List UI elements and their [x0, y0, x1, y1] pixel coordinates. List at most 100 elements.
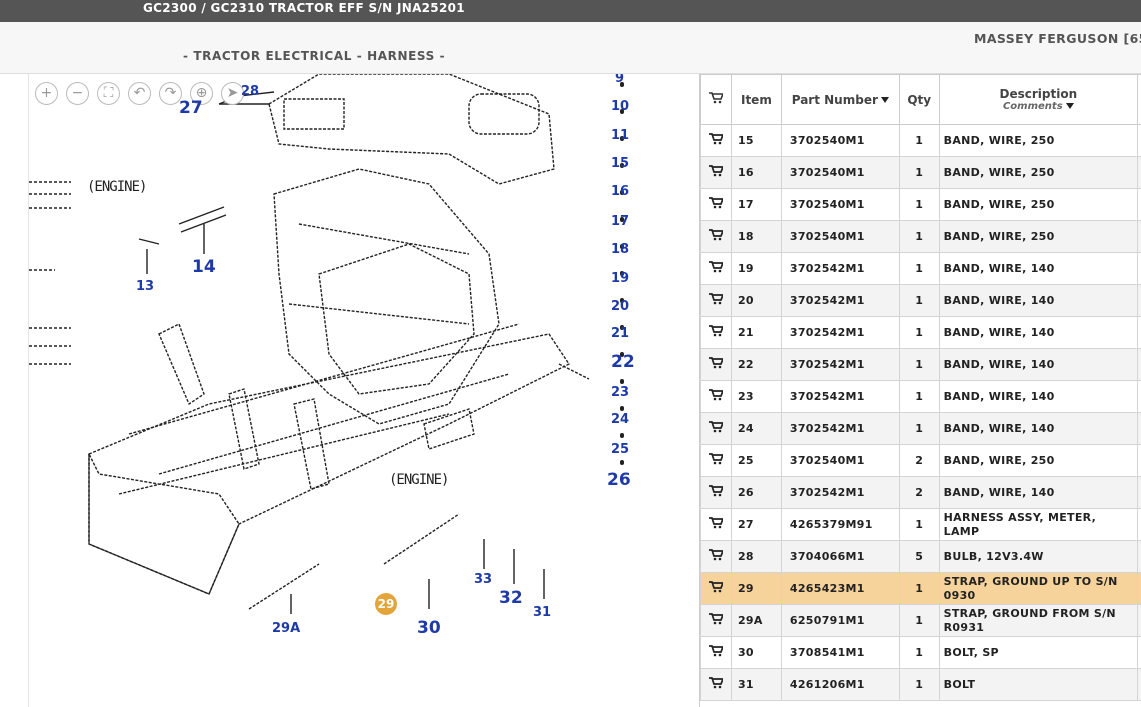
add-to-cart-button[interactable]	[700, 188, 732, 221]
add-to-cart-button[interactable]	[700, 284, 732, 317]
callout-29a[interactable]: 29A	[272, 621, 301, 636]
callout-30[interactable]: 30	[417, 618, 441, 638]
add-to-cart-button[interactable]	[700, 540, 732, 573]
description-cell: BAND, WIRE, 250	[938, 444, 1138, 477]
part-number-column-header[interactable]: Part Number	[780, 74, 900, 125]
qty-cell: 1	[898, 220, 940, 253]
target-icon[interactable]: ⊕	[190, 82, 213, 105]
pointer-icon[interactable]: ➤	[221, 82, 244, 105]
add-to-cart-button[interactable]	[700, 444, 732, 477]
callout-19[interactable]: 19	[611, 271, 630, 286]
callout-18[interactable]: 18	[611, 242, 630, 257]
add-to-cart-button[interactable]	[700, 636, 732, 669]
part-number-cell: 6250791M1	[780, 604, 900, 637]
callout-28[interactable]: 28	[241, 84, 260, 99]
item-cell: 21	[730, 316, 782, 349]
description-cell: BAND, WIRE, 140	[938, 380, 1138, 413]
add-to-cart-button[interactable]	[700, 380, 732, 413]
description-cell: BAND, WIRE, 140	[938, 252, 1138, 285]
zoom-out-icon[interactable]: −	[66, 82, 89, 105]
qty-column-header[interactable]: Qty	[898, 74, 940, 125]
add-to-cart-button[interactable]	[700, 252, 732, 285]
callout-26[interactable]: 26	[607, 470, 631, 490]
add-to-cart-button[interactable]	[700, 572, 732, 605]
item-cell: 18	[730, 220, 782, 253]
add-to-cart-button[interactable]	[700, 412, 732, 445]
add-to-cart-button[interactable]	[700, 668, 732, 701]
add-to-cart-button[interactable]	[700, 508, 732, 541]
add-to-cart-button[interactable]	[700, 316, 732, 349]
callout-9[interactable]: 9	[615, 74, 625, 86]
add-to-cart-button[interactable]	[700, 220, 732, 253]
callout-29[interactable]: 29	[375, 593, 397, 615]
qty-cell: 1	[898, 380, 940, 413]
cart-icon	[708, 229, 725, 241]
item-column-header[interactable]: Item	[730, 74, 782, 125]
extra-cell	[1136, 188, 1141, 221]
fit-screen-icon[interactable]: ⛶	[97, 82, 120, 105]
callout-27[interactable]: 27	[179, 98, 203, 118]
callout-15[interactable]: 15	[611, 156, 630, 171]
item-cell: 15	[730, 124, 782, 157]
description-column-header[interactable]: Description Comments	[938, 74, 1138, 125]
add-to-cart-button[interactable]	[700, 348, 732, 381]
extra-column-header	[1136, 74, 1141, 125]
parts-table-panel: Item Part Number Qty Description Comment…	[699, 74, 1141, 707]
rotate-right-icon[interactable]: ↷	[159, 82, 182, 105]
item-cell: 31	[730, 668, 782, 701]
callout-33[interactable]: 33	[474, 572, 493, 587]
parts-diagram[interactable]: + − ⛶ ↶ ↷ ⊕ ➤ (ENGINE) (ENGINE) 28 27 9 …	[28, 74, 698, 707]
callout-11[interactable]: 11	[611, 128, 630, 143]
callout-20[interactable]: 20	[611, 299, 630, 314]
callout-32[interactable]: 32	[499, 588, 523, 608]
cart-icon	[708, 549, 725, 561]
callout-10[interactable]: 10	[611, 99, 630, 114]
callout-24[interactable]: 24	[611, 412, 630, 427]
callout-31[interactable]: 31	[533, 605, 552, 620]
callout-17[interactable]: 17	[611, 214, 630, 229]
add-to-cart-button[interactable]	[700, 124, 732, 157]
extra-cell	[1136, 316, 1141, 349]
extra-cell	[1136, 604, 1141, 637]
zoom-in-icon[interactable]: +	[35, 82, 58, 105]
rotate-left-icon[interactable]: ↶	[128, 82, 151, 105]
callout-23[interactable]: 23	[611, 385, 630, 400]
part-number-cell: 3702542M1	[780, 348, 900, 381]
item-cell: 23	[730, 380, 782, 413]
callout-22[interactable]: 22	[611, 352, 635, 372]
callout-13[interactable]: 13	[136, 279, 155, 294]
add-to-cart-button[interactable]	[700, 476, 732, 509]
callout-25[interactable]: 25	[611, 442, 630, 457]
item-cell: 19	[730, 252, 782, 285]
callout-16[interactable]: 16	[611, 184, 630, 199]
description-cell: BULB, 12V3.4W	[938, 540, 1138, 573]
add-to-cart-button[interactable]	[700, 604, 732, 637]
item-cell: 16	[730, 156, 782, 189]
filter-icon[interactable]	[880, 97, 889, 103]
engine-label: (ENGINE)	[87, 179, 147, 195]
filter-icon[interactable]	[1065, 103, 1074, 109]
callout-14[interactable]: 14	[192, 257, 216, 277]
cart-column-header	[700, 74, 732, 125]
extra-cell	[1136, 156, 1141, 189]
add-to-cart-button[interactable]	[700, 156, 732, 189]
callout-21[interactable]: 21	[611, 326, 630, 341]
